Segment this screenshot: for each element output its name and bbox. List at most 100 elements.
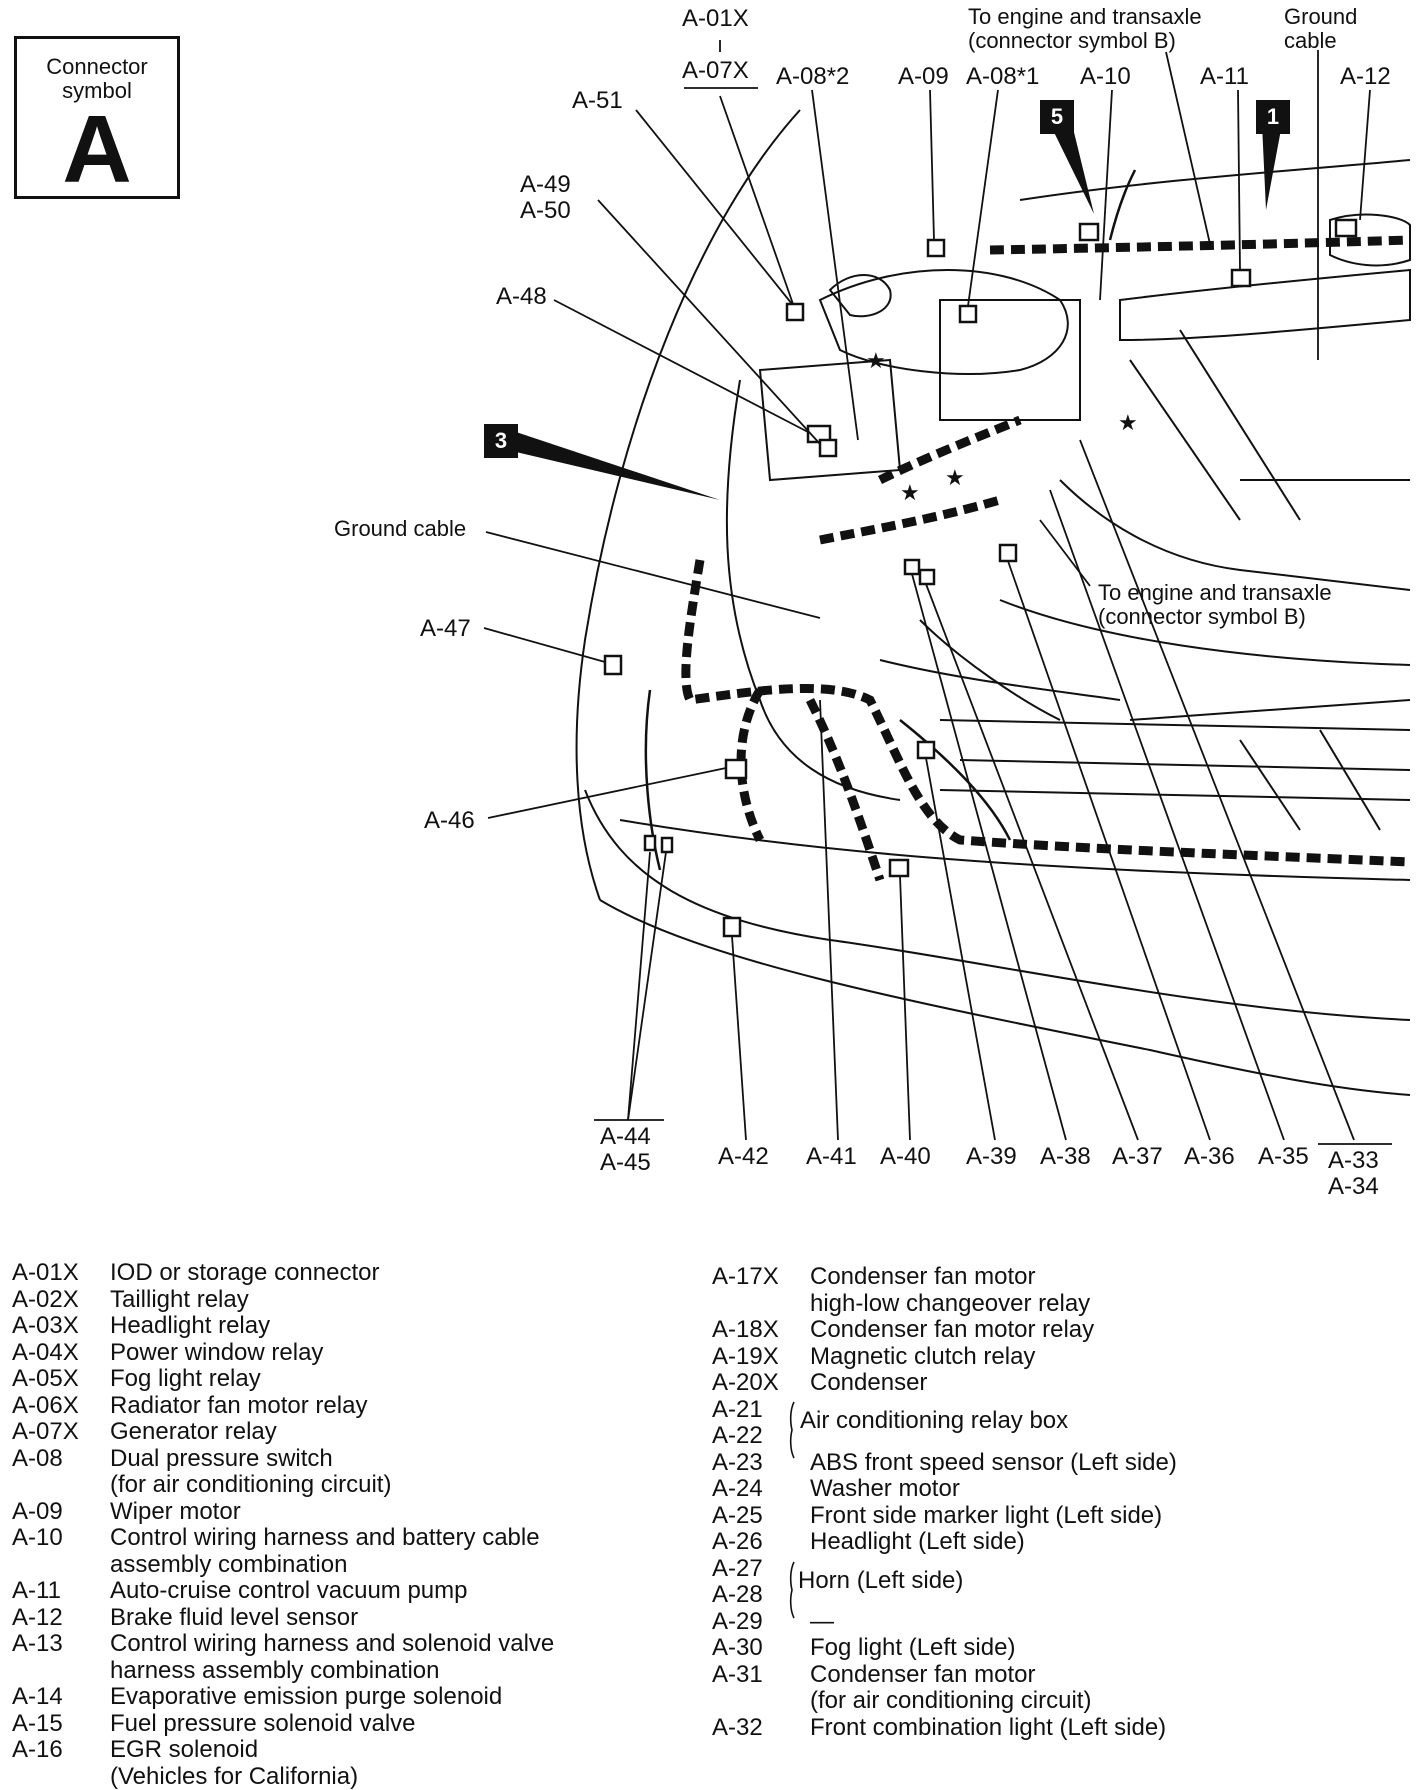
connector-a46 bbox=[726, 760, 746, 778]
legend-description: — bbox=[810, 1609, 834, 1636]
leader-a12 bbox=[1360, 90, 1370, 220]
harness-thin-2 bbox=[900, 720, 1010, 840]
badge-1: 1 bbox=[1256, 100, 1290, 134]
leader-a11 bbox=[1238, 90, 1240, 270]
connector-a42 bbox=[724, 918, 740, 936]
legend-code bbox=[712, 1291, 810, 1318]
legend-row: (Vehicles for California) bbox=[12, 1764, 652, 1790]
legend-code: A-02X bbox=[12, 1287, 110, 1314]
legend-description: ABS front speed sensor (Left side) bbox=[810, 1450, 1177, 1477]
label-ground-cable-top-2: cable bbox=[1284, 28, 1337, 54]
leader-a37 bbox=[926, 584, 1138, 1140]
legend-description: (Vehicles for California) bbox=[110, 1764, 358, 1790]
legend-code: A-09 bbox=[12, 1499, 110, 1526]
star-3: ★ bbox=[945, 465, 965, 490]
legend-description: Radiator fan motor relay bbox=[110, 1393, 367, 1420]
legend-description: Magnetic clutch relay bbox=[810, 1344, 1035, 1371]
connector-a40 bbox=[890, 860, 908, 876]
legend-code: A-12 bbox=[12, 1605, 110, 1632]
label-a10: A-10 bbox=[1080, 64, 1131, 90]
connector-a49 bbox=[820, 440, 836, 456]
subframe bbox=[920, 620, 1060, 720]
label-a49: A-49 bbox=[520, 172, 571, 198]
label-a39: A-39 bbox=[966, 1144, 1017, 1170]
legend-description: IOD or storage connector bbox=[110, 1260, 379, 1287]
legend-code: A-07X bbox=[12, 1419, 110, 1446]
legend-description: Power window relay bbox=[110, 1340, 323, 1367]
label-to-engine-mid-2: (connector symbol B) bbox=[1098, 604, 1306, 630]
connector-a51 bbox=[787, 304, 803, 320]
label-a41: A-41 bbox=[806, 1144, 857, 1170]
legend-code: A-11 bbox=[12, 1578, 110, 1605]
connector-a09 bbox=[928, 240, 944, 256]
connector-a12 bbox=[1336, 220, 1356, 236]
badge1-wedge bbox=[1262, 124, 1282, 210]
legend-description: Condenser fan motor bbox=[810, 1264, 1035, 1291]
legend-code: A-24 bbox=[712, 1476, 810, 1503]
legend-code: A-26 bbox=[712, 1529, 810, 1556]
legend-description: Brake fluid level sensor bbox=[110, 1605, 358, 1632]
star-1: ★ bbox=[866, 348, 886, 373]
legend-code: A-14 bbox=[12, 1684, 110, 1711]
star-4: ★ bbox=[1118, 410, 1138, 435]
legend-description: Headlight (Left side) bbox=[810, 1529, 1025, 1556]
label-ground-cable-left: Ground cable bbox=[334, 516, 466, 542]
legend-code: A-31 bbox=[712, 1662, 810, 1689]
connector-a37 bbox=[920, 570, 934, 584]
battery-box bbox=[760, 360, 900, 480]
leader-a33 bbox=[1080, 440, 1354, 1140]
legend-code: A-08 bbox=[12, 1446, 110, 1473]
legend-code: A-30 bbox=[712, 1635, 810, 1662]
legend-code: A-13 bbox=[12, 1631, 110, 1658]
label-a34: A-34 bbox=[1328, 1174, 1379, 1200]
harness-thin-3 bbox=[1110, 170, 1135, 240]
label-a42: A-42 bbox=[718, 1144, 769, 1170]
legend-code bbox=[12, 1658, 110, 1685]
radiator bbox=[1060, 480, 1410, 590]
badge3-wedge bbox=[516, 432, 720, 500]
leader-a51 bbox=[636, 110, 792, 304]
harness-mid bbox=[820, 500, 1000, 540]
legend-description: Wiper motor bbox=[110, 1499, 241, 1526]
legend-code: A-19X bbox=[712, 1344, 810, 1371]
leader-ground-left bbox=[486, 532, 820, 618]
leader-a48 bbox=[554, 300, 808, 432]
leader-a09 bbox=[930, 90, 934, 240]
radiator-support bbox=[1130, 700, 1410, 720]
legend-description: Condenser fan motor relay bbox=[810, 1317, 1094, 1344]
badge-3: 3 bbox=[484, 424, 518, 458]
legend-description: Condenser bbox=[810, 1370, 927, 1397]
legend-description: Generator relay bbox=[110, 1419, 277, 1446]
label-a08-2: A-08*2 bbox=[776, 64, 849, 90]
leader-a07x-line bbox=[720, 96, 793, 304]
leader-a42 bbox=[732, 936, 746, 1140]
label-a01x: A-01X bbox=[682, 6, 749, 32]
badge-5: 5 bbox=[1040, 100, 1074, 134]
badge5-wedge bbox=[1050, 124, 1094, 214]
legend-code bbox=[12, 1552, 110, 1579]
legend-row: A-29— bbox=[712, 1609, 1412, 1636]
legend-description: Headlight relay bbox=[110, 1313, 270, 1340]
legend-code: A-01X bbox=[12, 1260, 110, 1287]
bumper-inner bbox=[600, 900, 1410, 1095]
connector-a38 bbox=[905, 560, 919, 574]
bumper-outline bbox=[585, 790, 1410, 1020]
label-a11: A-11 bbox=[1200, 64, 1249, 90]
group-label-a21-a22: Air conditioning relay box bbox=[800, 1408, 1068, 1434]
label-a36: A-36 bbox=[1184, 1144, 1235, 1170]
grille-line-3 bbox=[940, 720, 1410, 730]
headlight-area bbox=[1240, 730, 1380, 830]
legend-description: (for air conditioning circuit) bbox=[110, 1472, 391, 1499]
legend-description: Dual pressure switch bbox=[110, 1446, 333, 1473]
connector-a36 bbox=[1000, 545, 1016, 561]
connector-a44 bbox=[645, 836, 655, 850]
legend-description: Taillight relay bbox=[110, 1287, 249, 1314]
